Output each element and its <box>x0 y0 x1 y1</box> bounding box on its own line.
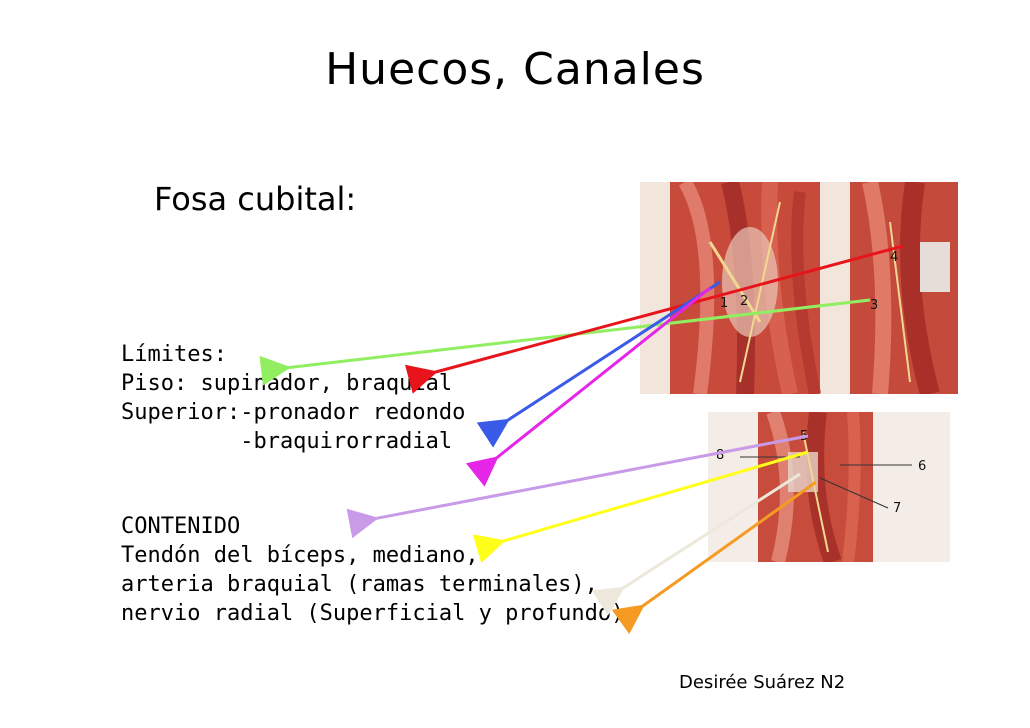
callout-2: 2 <box>740 294 748 309</box>
content-line-2: arteria braquial (ramas terminales), <box>121 572 598 597</box>
callout-3: 3 <box>870 298 878 313</box>
arrow-light-gray <box>591 472 801 616</box>
callout-8: 8 <box>716 448 724 463</box>
limits-heading: Límites: <box>121 342 227 367</box>
callout-7: 7 <box>893 501 901 516</box>
callout-6: 6 <box>918 459 926 474</box>
arrow-blue <box>476 280 721 448</box>
anatomy-image-bottom <box>708 412 950 562</box>
section-subtitle: Fosa cubital: <box>154 180 357 218</box>
arrow-magenta <box>465 286 711 487</box>
arrow-lavender <box>346 434 809 539</box>
callout-1: 1 <box>720 296 728 311</box>
arrow-yellow <box>472 450 809 564</box>
arrow-orange <box>611 480 817 635</box>
anatomy-drawing-bottom <box>758 412 873 562</box>
arrow-red <box>404 244 904 394</box>
content-line-3: nervio radial (Superficial y profundo) <box>121 601 625 626</box>
limits-superior: Superior:-pronador redondo <box>121 400 466 425</box>
leader-line-7 <box>819 477 889 509</box>
callout-4: 4 <box>890 250 898 265</box>
content-block: CONTENIDO Tendón del bíceps, mediano, arte… <box>121 512 624 628</box>
content-heading: CONTENIDO <box>121 514 241 539</box>
limits-superior-cont: -braquirorradial <box>121 429 453 454</box>
content-line-1: Tendón del bíceps, mediano, <box>121 543 479 568</box>
slide-title: Huecos, Canales <box>325 44 705 95</box>
author-credit: Desirée Suárez N2 <box>679 672 846 693</box>
